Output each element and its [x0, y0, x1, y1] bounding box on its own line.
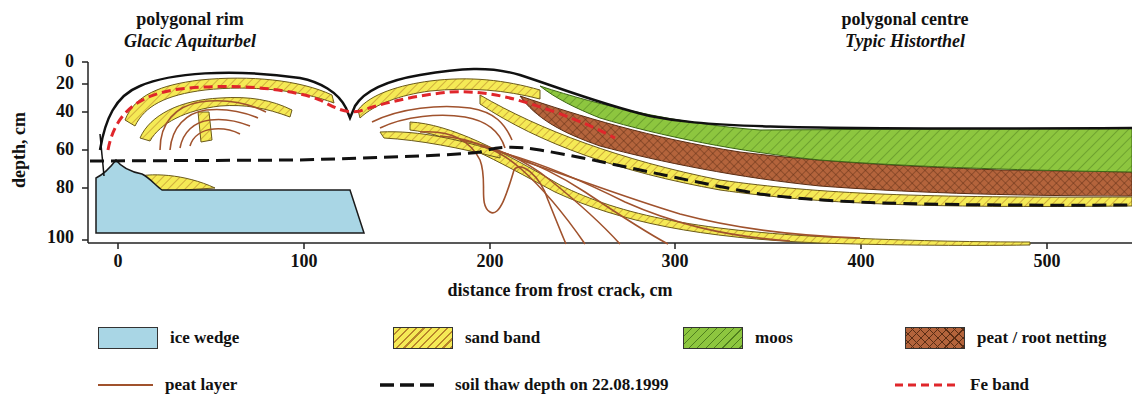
- soil-class: Typic Historthel: [845, 32, 965, 52]
- profile-heading: polygonal centre: [841, 10, 968, 30]
- legend-text: peat layer: [165, 376, 237, 395]
- ground-surface: [100, 69, 1132, 150]
- axis-title: depth, cm: [10, 112, 30, 188]
- legend-text: sand band: [465, 329, 540, 348]
- soil-class: Glacic Aquiturbel: [124, 32, 256, 52]
- legend-line-sample: [98, 380, 153, 390]
- axis-tick: 100: [291, 252, 318, 272]
- axes: [82, 62, 1132, 249]
- axis-tick: 400: [848, 252, 875, 272]
- legend-swatch: [905, 327, 965, 349]
- frost-crack: [100, 134, 104, 176]
- legend-text: peat / root netting: [977, 329, 1107, 348]
- legend-text: ice wedge: [170, 329, 239, 348]
- peat-layers: [160, 101, 860, 244]
- axis-tick: 300: [662, 252, 689, 272]
- legend-line-sample: [895, 380, 955, 390]
- axis-tick: 0: [65, 52, 74, 72]
- legend-text: Fe band: [970, 376, 1029, 395]
- axis-tick: 200: [477, 252, 504, 272]
- axis-tick: 40: [56, 102, 74, 122]
- axis-tick: 60: [56, 140, 74, 160]
- legend-swatch: [98, 327, 158, 349]
- legend-swatch: [393, 327, 453, 349]
- legend-swatch: [683, 327, 743, 349]
- profile-heading: polygonal rim: [136, 10, 244, 30]
- legend-text: soil thaw depth on 22.08.1999: [455, 376, 668, 395]
- axis-tick: 0: [114, 252, 123, 272]
- axis-tick: 20: [56, 74, 74, 94]
- axis-tick: 100: [47, 228, 74, 248]
- legend-line-sample: [380, 380, 440, 390]
- thaw-depth-line: [90, 147, 1132, 205]
- axis-title: distance from frost crack, cm: [448, 281, 673, 301]
- legend-text: moos: [755, 329, 793, 348]
- axis-tick: 80: [56, 178, 74, 198]
- axis-tick: 500: [1034, 252, 1061, 272]
- fe-band: [108, 86, 615, 150]
- ice-wedge: [96, 160, 364, 233]
